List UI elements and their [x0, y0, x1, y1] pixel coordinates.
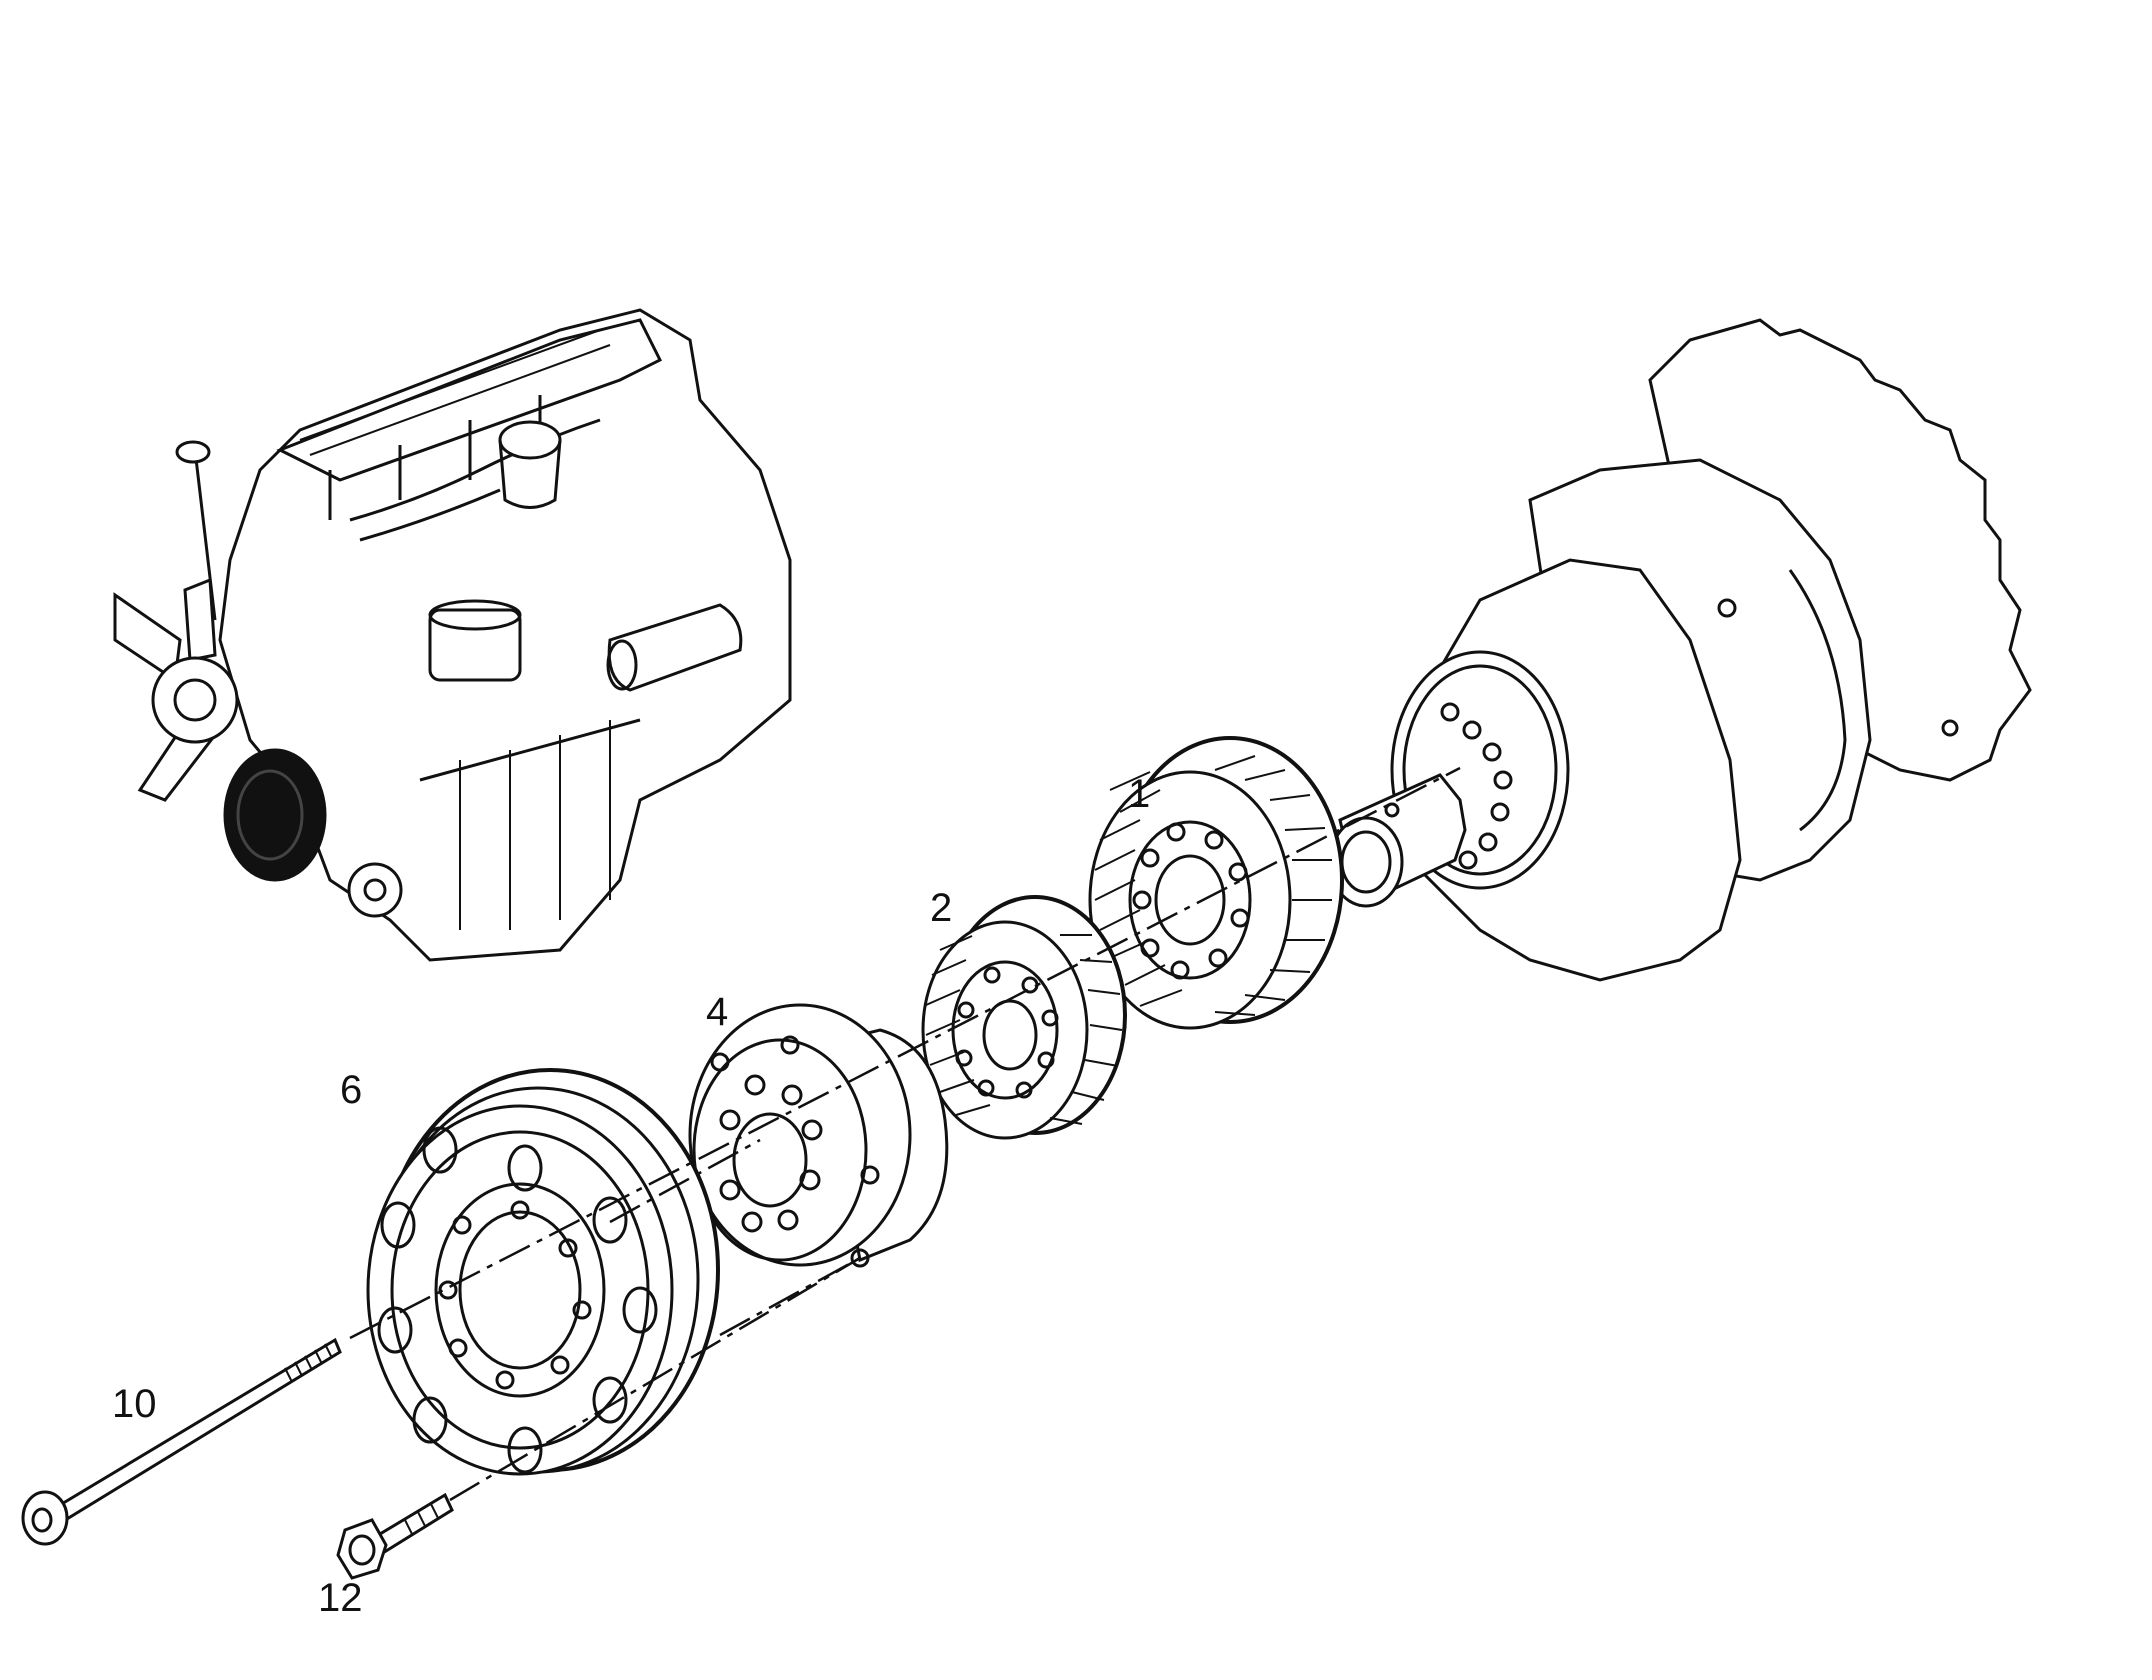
part-label-1: 1 [1128, 772, 1151, 816]
part-label-4: 4 [706, 990, 729, 1034]
assembly-center-lines [349, 766, 1461, 1502]
engine-overview-illustration [113, 308, 792, 962]
part-label-2: 2 [930, 886, 953, 930]
part-label-12: 12 [318, 1576, 363, 1620]
gear-1-illustration [1088, 736, 1344, 1030]
crankshaft-illustration [1328, 318, 2032, 982]
bolt-10-illustration [21, 1337, 342, 1546]
part-label-10: 10 [112, 1382, 157, 1426]
hub-4-illustration [688, 1003, 949, 1268]
part-label-6: 6 [340, 1068, 363, 1112]
gear-2-illustration [921, 895, 1127, 1140]
bolt-12-illustration [336, 1492, 454, 1580]
pulley-6-illustration [366, 1068, 720, 1476]
